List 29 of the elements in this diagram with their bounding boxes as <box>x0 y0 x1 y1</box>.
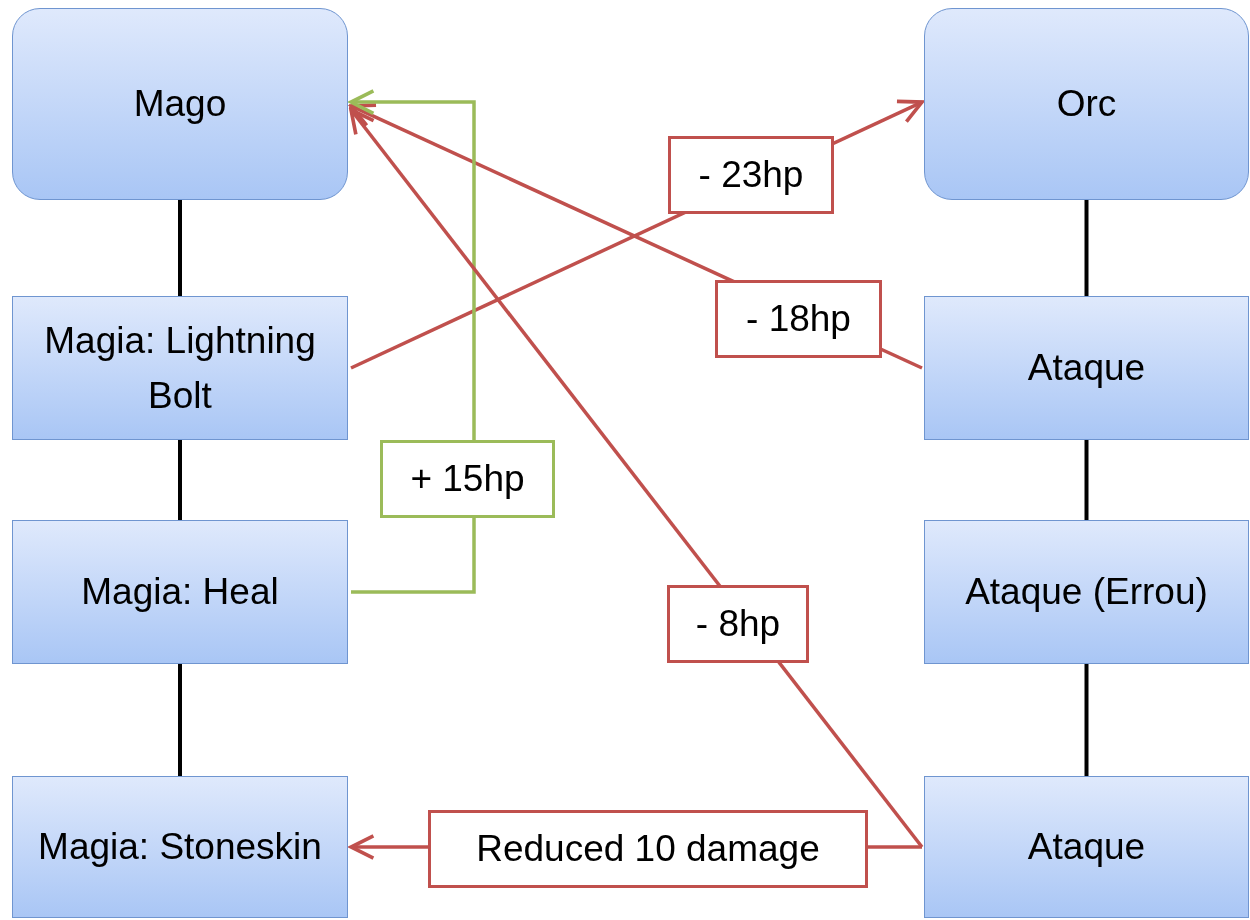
edge-label: - 8hp <box>667 585 809 663</box>
node-label: Magia: Lightning Bolt <box>43 318 317 418</box>
arrow <box>349 89 476 594</box>
process-box <box>12 520 348 664</box>
node-label: Ataque <box>1026 346 1147 391</box>
node-label: Ataque <box>1026 825 1147 870</box>
process-box <box>12 296 348 440</box>
connector-line <box>1084 664 1089 776</box>
node-label: Orc <box>1055 82 1118 127</box>
rounded-box <box>924 8 1249 200</box>
connector-line <box>178 664 182 776</box>
edge-label: Reduced 10 damage <box>428 810 868 888</box>
rounded-box <box>12 8 348 200</box>
node-label: Ataque (Errou) <box>964 570 1209 615</box>
node-label: Magia: Stoneskin <box>37 825 323 870</box>
edge-label: - 23hp <box>668 136 834 214</box>
connector-line <box>1084 440 1089 520</box>
arrow <box>349 107 924 849</box>
process-box <box>924 520 1249 664</box>
connector-line <box>1084 200 1089 296</box>
process-box <box>12 776 348 918</box>
node-label: Magia: Heal <box>80 570 280 615</box>
edge-label: - 18hp <box>715 280 882 358</box>
process-box <box>924 776 1249 918</box>
connector-line <box>178 200 182 296</box>
edge-label: + 15hp <box>380 440 555 518</box>
process-box <box>924 296 1249 440</box>
connector-line <box>178 440 182 520</box>
node-label: Mago <box>132 82 228 127</box>
